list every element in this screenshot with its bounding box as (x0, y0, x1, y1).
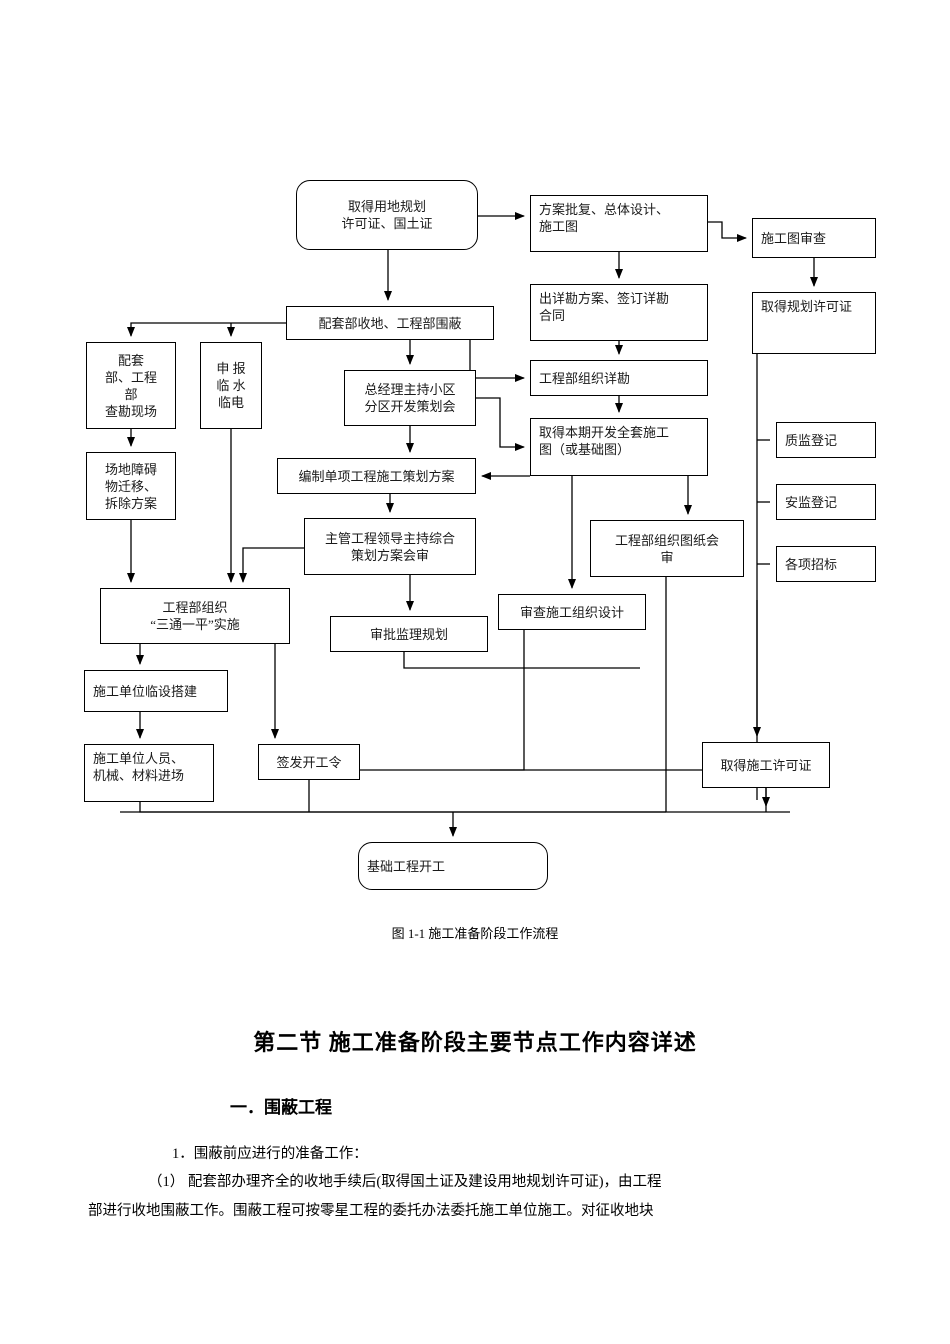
section-heading: 第二节 施工准备阶段主要节点工作内容详述 (253, 1030, 697, 1055)
flowchart-figure: 取得用地规划 许可证、国土证 方案批复、总体设计、 施工图 施工图审查 出详勘方… (84, 180, 876, 890)
flow-node-gm-planning-meeting[interactable]: 总经理主持小区 分区开发策划会 (344, 370, 476, 426)
flow-node-leader-comprehensive-review[interactable]: 主管工程领导主持综合 策划方案会审 (304, 518, 476, 575)
flow-node-temporary-facilities[interactable]: 施工单位临设搭建 (84, 670, 228, 712)
flow-node-survey-scheme-contract[interactable]: 出详勘方案、签订详勘 合同 (530, 284, 708, 341)
flow-node-site-inspection[interactable]: 配套 部、工程 部 查勘现场 (86, 342, 176, 429)
flow-node-obtain-planning-permit[interactable]: 取得规划许可证 (752, 292, 876, 354)
flow-node-apply-temp-water-power[interactable]: 申 报 临 水 临电 (200, 342, 262, 429)
flow-node-obtain-full-drawings[interactable]: 取得本期开发全套施工 图（或基础图） (530, 418, 708, 476)
flow-node-three-connections-one-leveling[interactable]: 工程部组织 “三通一平”实施 (100, 588, 290, 644)
flow-node-engineering-dept-survey[interactable]: 工程部组织详勘 (530, 360, 708, 396)
flow-node-quality-supervision-registration[interactable]: 质监登记 (776, 422, 876, 458)
flow-node-foundation-works-start[interactable]: 基础工程开工 (358, 842, 548, 890)
flow-node-drawing-review[interactable]: 施工图审查 (752, 218, 876, 258)
flow-node-single-project-plan[interactable]: 编制单项工程施工策划方案 (277, 458, 476, 494)
flow-node-land-acquisition-enclosure[interactable]: 配套部收地、工程部围蔽 (286, 306, 494, 340)
body-paragraph-2: （1） 配套部办理齐全的收地手续后(取得国土证及建设用地规划许可证)，由工程 (148, 1174, 662, 1190)
flow-node-various-tenders[interactable]: 各项招标 (776, 546, 876, 582)
flow-node-review-construction-organization-design[interactable]: 审查施工组织设计 (498, 594, 646, 630)
body-paragraph-1: 1．围蔽前应进行的准备工作： (172, 1146, 368, 1162)
flowchart-connectors (120, 212, 818, 837)
flow-node-scheme-approval[interactable]: 方案批复、总体设计、 施工图 (530, 195, 708, 252)
flow-node-approve-supervision-plan[interactable]: 审批监理规划 (330, 616, 488, 652)
figure-caption: 图 1-1 施工准备阶段工作流程 (391, 926, 559, 941)
flow-node-obtain-construction-permit[interactable]: 取得施工许可证 (702, 742, 830, 788)
sub-heading-enclosure-works: 一．围蔽工程 (230, 1098, 332, 1117)
flow-node-personnel-machinery-materials[interactable]: 施工单位人员、 机械、材料进场 (84, 744, 214, 802)
flow-node-safety-supervision-registration[interactable]: 安监登记 (776, 484, 876, 520)
flow-node-drawing-joint-review[interactable]: 工程部组织图纸会 审 (590, 520, 744, 577)
flow-node-site-obstacle-removal[interactable]: 场地障碍 物迁移、 拆除方案 (86, 452, 176, 520)
body-paragraph-3: 部进行收地围蔽工作。围蔽工程可按零星工程的委托办法委托施工单位施工。对征收地块 (88, 1203, 654, 1219)
flow-node-issue-start-order[interactable]: 签发开工令 (258, 744, 360, 780)
flow-node-land-planning-permit[interactable]: 取得用地规划 许可证、国土证 (296, 180, 478, 250)
